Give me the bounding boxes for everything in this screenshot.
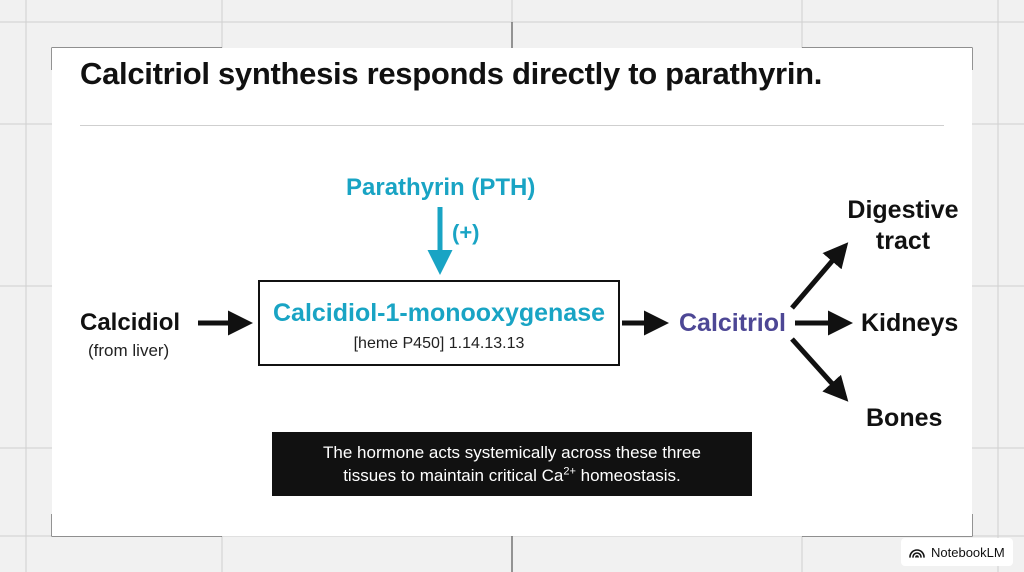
enzyme-label: Calcidiol-1-monooxygenase — [272, 299, 606, 327]
regulator-label: Parathyrin (PTH) — [346, 174, 536, 201]
caption-line2-post: homeostasis. — [575, 466, 681, 485]
notebooklm-badge-label: NotebookLM — [931, 544, 1005, 560]
substrate-sublabel: (from liver) — [88, 341, 170, 360]
enzyme-box — [258, 280, 620, 366]
substrate-label: Calcidiol — [80, 309, 181, 336]
notebooklm-logo-icon — [909, 549, 925, 558]
enzyme-sublabel: [heme P450] 1.14.13.13 — [353, 335, 525, 352]
caption-line1: The hormone acts systemically across the… — [323, 443, 701, 462]
title-divider — [80, 125, 944, 126]
regulator-effect: (+) — [452, 220, 480, 245]
slide-title: Calcitriol synthesis responds directly t… — [80, 56, 823, 91]
target-kidneys: Kidneys — [861, 309, 959, 337]
product-label: Calcitriol — [679, 309, 786, 337]
product-to-bones-arrow — [790, 337, 849, 402]
caption-line2-sup: 2+ — [563, 465, 576, 478]
product-to-digestive-arrow — [790, 242, 849, 310]
caption-line2-pre: tissues to maintain critical Ca — [343, 466, 564, 485]
caption-box: The hormone acts systemically across the… — [272, 432, 752, 496]
caption-line2: tissues to maintain critical Ca2+ homeos… — [272, 464, 752, 487]
target-bones: Bones — [866, 404, 943, 432]
target-digestive-tract-line1: Digestive — [847, 196, 959, 224]
target-digestive-tract-line2: tract — [875, 227, 931, 255]
notebooklm-badge: NotebookLM — [901, 538, 1013, 566]
